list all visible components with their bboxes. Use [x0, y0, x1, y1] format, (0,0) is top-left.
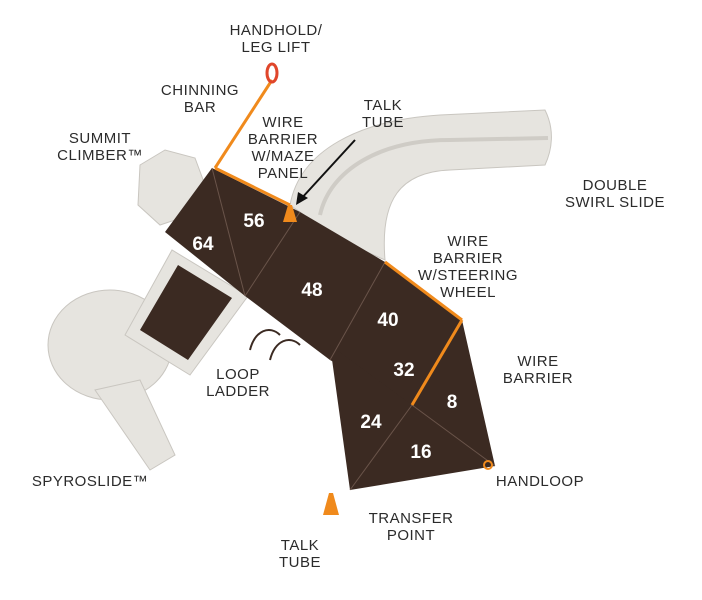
- chinning-bar: [213, 79, 274, 169]
- handloop: [483, 460, 493, 470]
- label-spyroslide: SPYROSLIDE™: [31, 473, 149, 490]
- double-swirl-slide-rail: [318, 136, 549, 216]
- wire-barrier-maze-panel: [214, 166, 291, 207]
- deck-height-56: 56: [243, 211, 265, 232]
- deck-height-16: 16: [410, 442, 432, 463]
- loop-ladder: [249, 329, 301, 361]
- deck-height-24: 24: [360, 412, 382, 433]
- arrow-head-icon: [296, 192, 308, 205]
- deck-divider-lines: [211, 167, 496, 491]
- talk-tube-arrow: [299, 139, 356, 201]
- deck-height-32: 32: [393, 360, 415, 381]
- talk-tube-top-icon: [283, 205, 297, 222]
- deck-height-48: 48: [301, 280, 323, 301]
- label-handloop: HANDLOOP: [495, 473, 585, 490]
- deck-height-40: 40: [377, 310, 399, 331]
- double-swirl-slide: [289, 109, 552, 261]
- wire-barrier-steering-wheel: [384, 260, 463, 322]
- spyroslide-exit: [94, 379, 176, 471]
- tunnel-box-interior: [140, 265, 232, 360]
- wire-barrier: [410, 319, 464, 406]
- deck-height-8: 8: [446, 392, 458, 413]
- deck-upper: [165, 168, 462, 405]
- label-handhold-leg-lift: HANDHOLD/LEG LIFT: [229, 22, 323, 56]
- deck-height-64: 64: [192, 234, 214, 255]
- handhold-leg-lift: [265, 62, 279, 84]
- talk-tube-bottom-icon: [323, 493, 339, 515]
